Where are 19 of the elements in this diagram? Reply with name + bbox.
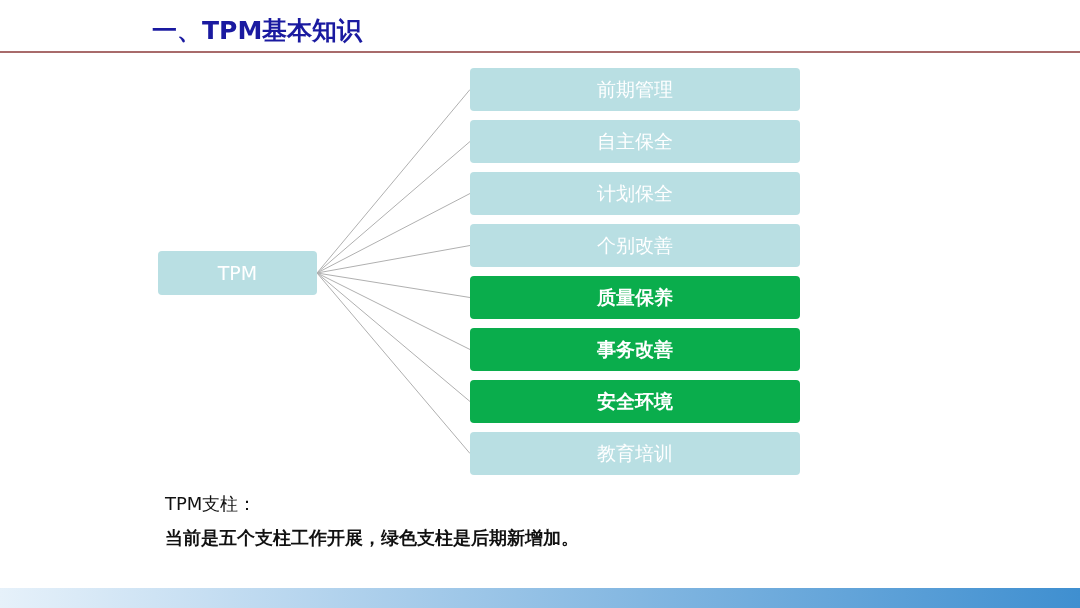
pillar-box: 质量保养	[470, 276, 800, 319]
pillar-box: 教育培训	[470, 432, 800, 475]
connector-line	[316, 272, 471, 402]
pillar-box: 自主保全	[470, 120, 800, 163]
connector-line	[316, 89, 471, 274]
connector-line	[316, 193, 471, 274]
connector-line	[316, 245, 471, 274]
connector-line	[316, 272, 471, 298]
note-text: 当前是五个支柱工作开展，绿色支柱是后期新增加。	[165, 526, 579, 550]
pillar-box: 个别改善	[470, 224, 800, 267]
pillar-box: 安全环境	[470, 380, 800, 423]
connector-line	[316, 141, 471, 274]
root-box: TPM	[158, 251, 317, 295]
pillar-box: 前期管理	[470, 68, 800, 111]
pillar-box: 计划保全	[470, 172, 800, 215]
slide-title: 一、TPM基本知识	[152, 15, 363, 47]
heading-text: TPM支柱：	[165, 492, 257, 516]
pillar-box: 事务改善	[470, 328, 800, 371]
connector-line	[316, 272, 471, 454]
